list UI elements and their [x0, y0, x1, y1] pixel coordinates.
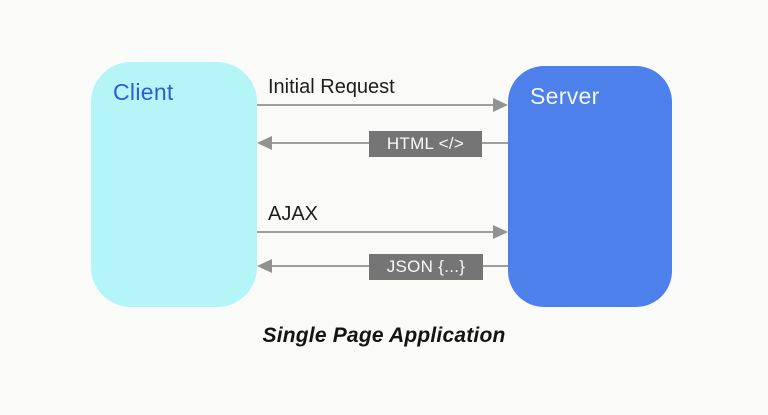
arrowhead-left-icon: [257, 259, 272, 273]
json-response-label: JSON {...}: [369, 254, 483, 280]
arrowhead-left-icon: [257, 136, 272, 150]
server-node-label: Server: [530, 83, 600, 109]
initial-request-label: Initial Request: [268, 76, 395, 98]
ajax-request-arrow-line: [257, 231, 494, 233]
server-node: Server: [508, 66, 672, 307]
ajax-request-label: AJAX: [268, 203, 319, 225]
diagram-caption: Single Page Application: [262, 324, 506, 347]
arrowhead-right-icon: [493, 225, 508, 239]
arrowhead-right-icon: [493, 98, 508, 112]
initial-request-arrow-line: [257, 104, 494, 106]
html-response-label: HTML </>: [369, 131, 482, 157]
client-node: Client: [91, 62, 257, 307]
client-node-label: Client: [113, 79, 174, 105]
